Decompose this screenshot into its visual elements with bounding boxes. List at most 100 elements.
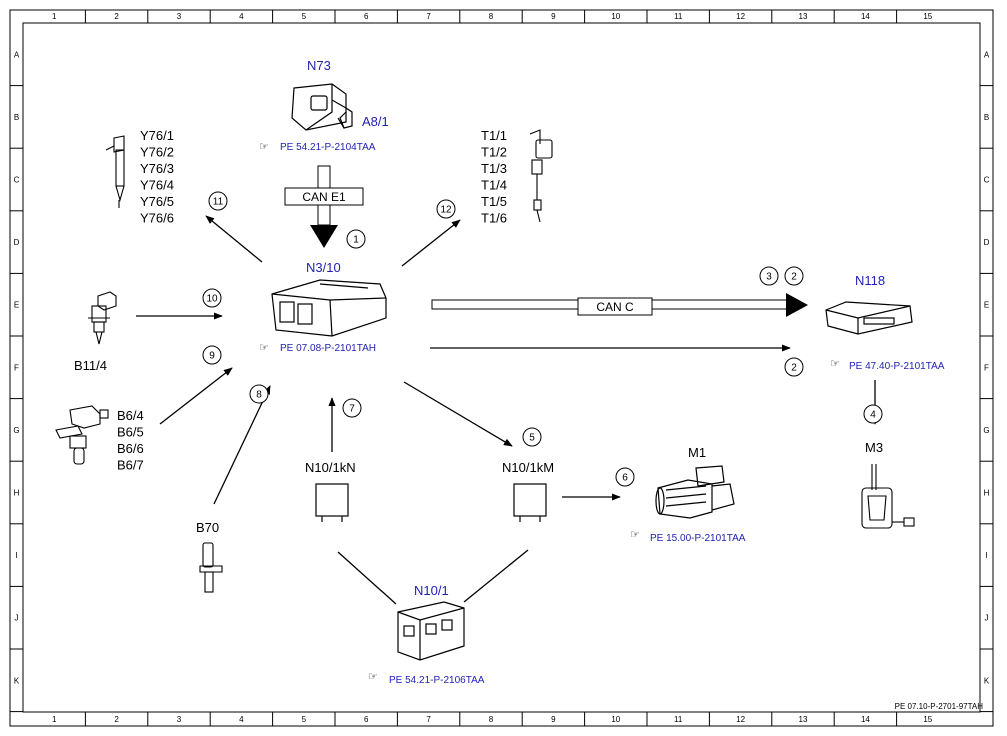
crankshaft-sensor-icon — [199, 542, 223, 593]
grid-col-label: 10 — [611, 12, 620, 21]
grid-row-label: K — [984, 676, 990, 685]
m3-fuel-pump: M3 — [861, 440, 915, 529]
grid-col-label: 5 — [302, 12, 307, 21]
grid-col-label: 11 — [674, 12, 683, 21]
svg-text:10: 10 — [206, 294, 218, 305]
m1-label: M1 — [688, 445, 706, 460]
temperature-sensor-icon — [88, 291, 117, 345]
ignition-switch-icon — [291, 83, 353, 131]
arrow-5 — [403, 381, 513, 447]
grid-row-label: E — [14, 301, 19, 310]
callout-2: 2 — [784, 357, 804, 377]
component-label: T1/2 — [481, 145, 507, 160]
b70-sensor: B70 — [196, 520, 223, 593]
grid-row-label: B — [14, 113, 19, 122]
grid-row-label: B — [984, 113, 989, 122]
fuel-pump-icon — [861, 464, 915, 529]
injector-icon — [105, 135, 125, 208]
svg-text:PE 54.21-P-2106TAA: PE 54.21-P-2106TAA — [389, 675, 485, 686]
relay-icon — [513, 483, 547, 522]
svg-text:9: 9 — [209, 351, 215, 362]
grid-row-label: K — [14, 676, 20, 685]
grid-col-label: 9 — [551, 715, 556, 724]
callout-4: 4 — [863, 404, 883, 424]
grid-col-label: 11 — [674, 715, 683, 724]
ref-hand-icon: ☞ — [259, 141, 269, 153]
component-label: Y76/2 — [140, 145, 174, 160]
component-label: T1/6 — [481, 211, 507, 226]
t1-ignition-coils: T1/1T1/2T1/3T1/4T1/5T1/6 — [481, 128, 553, 226]
grid-row-label: G — [13, 426, 19, 435]
svg-text:5: 5 — [529, 433, 535, 444]
callout-5: 5 — [522, 427, 542, 447]
grid-col-label: 7 — [426, 715, 431, 724]
grid-col-label: 1 — [52, 12, 57, 21]
svg-text:4: 4 — [870, 410, 876, 421]
ref-n118[interactable]: ☞ PE 47.40-P-2101TAA — [830, 358, 945, 372]
grid-col-label: 2 — [114, 12, 119, 21]
document-id: PE 07.10-P-2701-97TAH — [895, 702, 984, 711]
grid-col-label: 1 — [52, 715, 57, 724]
n73-ignition-switch: N73 A8/1 ☞ PE 54.21-P-2104TAA — [259, 58, 389, 153]
callout-12: 12 — [436, 199, 456, 219]
svg-text:8: 8 — [256, 390, 262, 401]
grid-row-label: F — [14, 363, 19, 372]
grid-col-label: 10 — [611, 715, 620, 724]
component-label: B6/7 — [117, 458, 144, 473]
grid-col-label: 13 — [799, 715, 808, 724]
grid-col-label: 13 — [799, 12, 808, 21]
svg-text:11: 11 — [213, 197, 224, 208]
grid-col-label: 8 — [489, 12, 494, 21]
component-label: B6/5 — [117, 425, 144, 440]
svg-text:2: 2 — [791, 272, 797, 283]
grid-col-label: 15 — [923, 715, 932, 724]
component-label: T1/4 — [481, 178, 507, 193]
ref-n73[interactable]: ☞ PE 54.21-P-2104TAA — [259, 141, 376, 153]
grid-col-label: 5 — [302, 715, 307, 724]
component-label: T1/5 — [481, 194, 507, 209]
component-label: Y76/5 — [140, 194, 174, 209]
grid-col-label: 15 — [923, 12, 932, 21]
component-label: B6/6 — [117, 441, 144, 456]
grid-row-label: E — [984, 301, 989, 310]
svg-text:PE 07.08-P-2101TAH: PE 07.08-P-2101TAH — [280, 343, 376, 354]
ref-n10-1[interactable]: ☞ PE 54.21-P-2106TAA — [368, 671, 485, 686]
svg-text:7: 7 — [349, 404, 355, 415]
n118-module: N118 ☞ PE 47.40-P-2101TAA — [825, 273, 945, 372]
svg-text:3: 3 — [766, 272, 772, 283]
ref-n3-10[interactable]: ☞ PE 07.08-P-2101TAH — [259, 342, 376, 354]
callout-6: 6 — [615, 467, 635, 487]
grid-row-label: I — [985, 551, 987, 560]
n10-1kn-label: N10/1kN — [305, 460, 356, 475]
can-e1-label: CAN E1 — [302, 190, 346, 204]
component-label: Y76/3 — [140, 161, 174, 176]
n10-1-label: N10/1 — [414, 583, 449, 598]
grid-col-label: 3 — [177, 12, 182, 21]
component-label: B6/4 — [117, 408, 144, 423]
ignition-coil-icon — [529, 129, 553, 223]
m1-starter: M1 ☞ PE 15.00-P-2101TAA — [630, 445, 746, 544]
callout-7: 7 — [342, 398, 362, 418]
ecu-icon — [271, 279, 387, 337]
grid-col-label: 6 — [364, 715, 369, 724]
relay-icon — [315, 483, 349, 522]
grid-row-label: G — [983, 426, 989, 435]
grid-col-label: 4 — [239, 715, 244, 724]
grid-row-label: C — [14, 176, 20, 185]
grid-row-label: H — [14, 489, 20, 498]
arrow-11 — [205, 215, 263, 263]
grid-col-label: 14 — [861, 12, 870, 21]
grid-row-label: A — [984, 50, 990, 59]
grid-col-label: 4 — [239, 12, 244, 21]
component-label: Y76/1 — [140, 128, 174, 143]
arrow-12 — [401, 219, 461, 267]
ref-hand-icon: ☞ — [368, 671, 378, 683]
drawing-frame: 1122334455667788991010111112121313141415… — [9, 9, 994, 727]
ref-hand-icon: ☞ — [259, 342, 269, 354]
ref-m1[interactable]: ☞ PE 15.00-P-2101TAA — [630, 529, 746, 544]
grid-row-label: H — [984, 489, 990, 498]
grid-col-label: 14 — [861, 715, 870, 724]
relay-n10-1km: N10/1kM — [502, 460, 554, 522]
